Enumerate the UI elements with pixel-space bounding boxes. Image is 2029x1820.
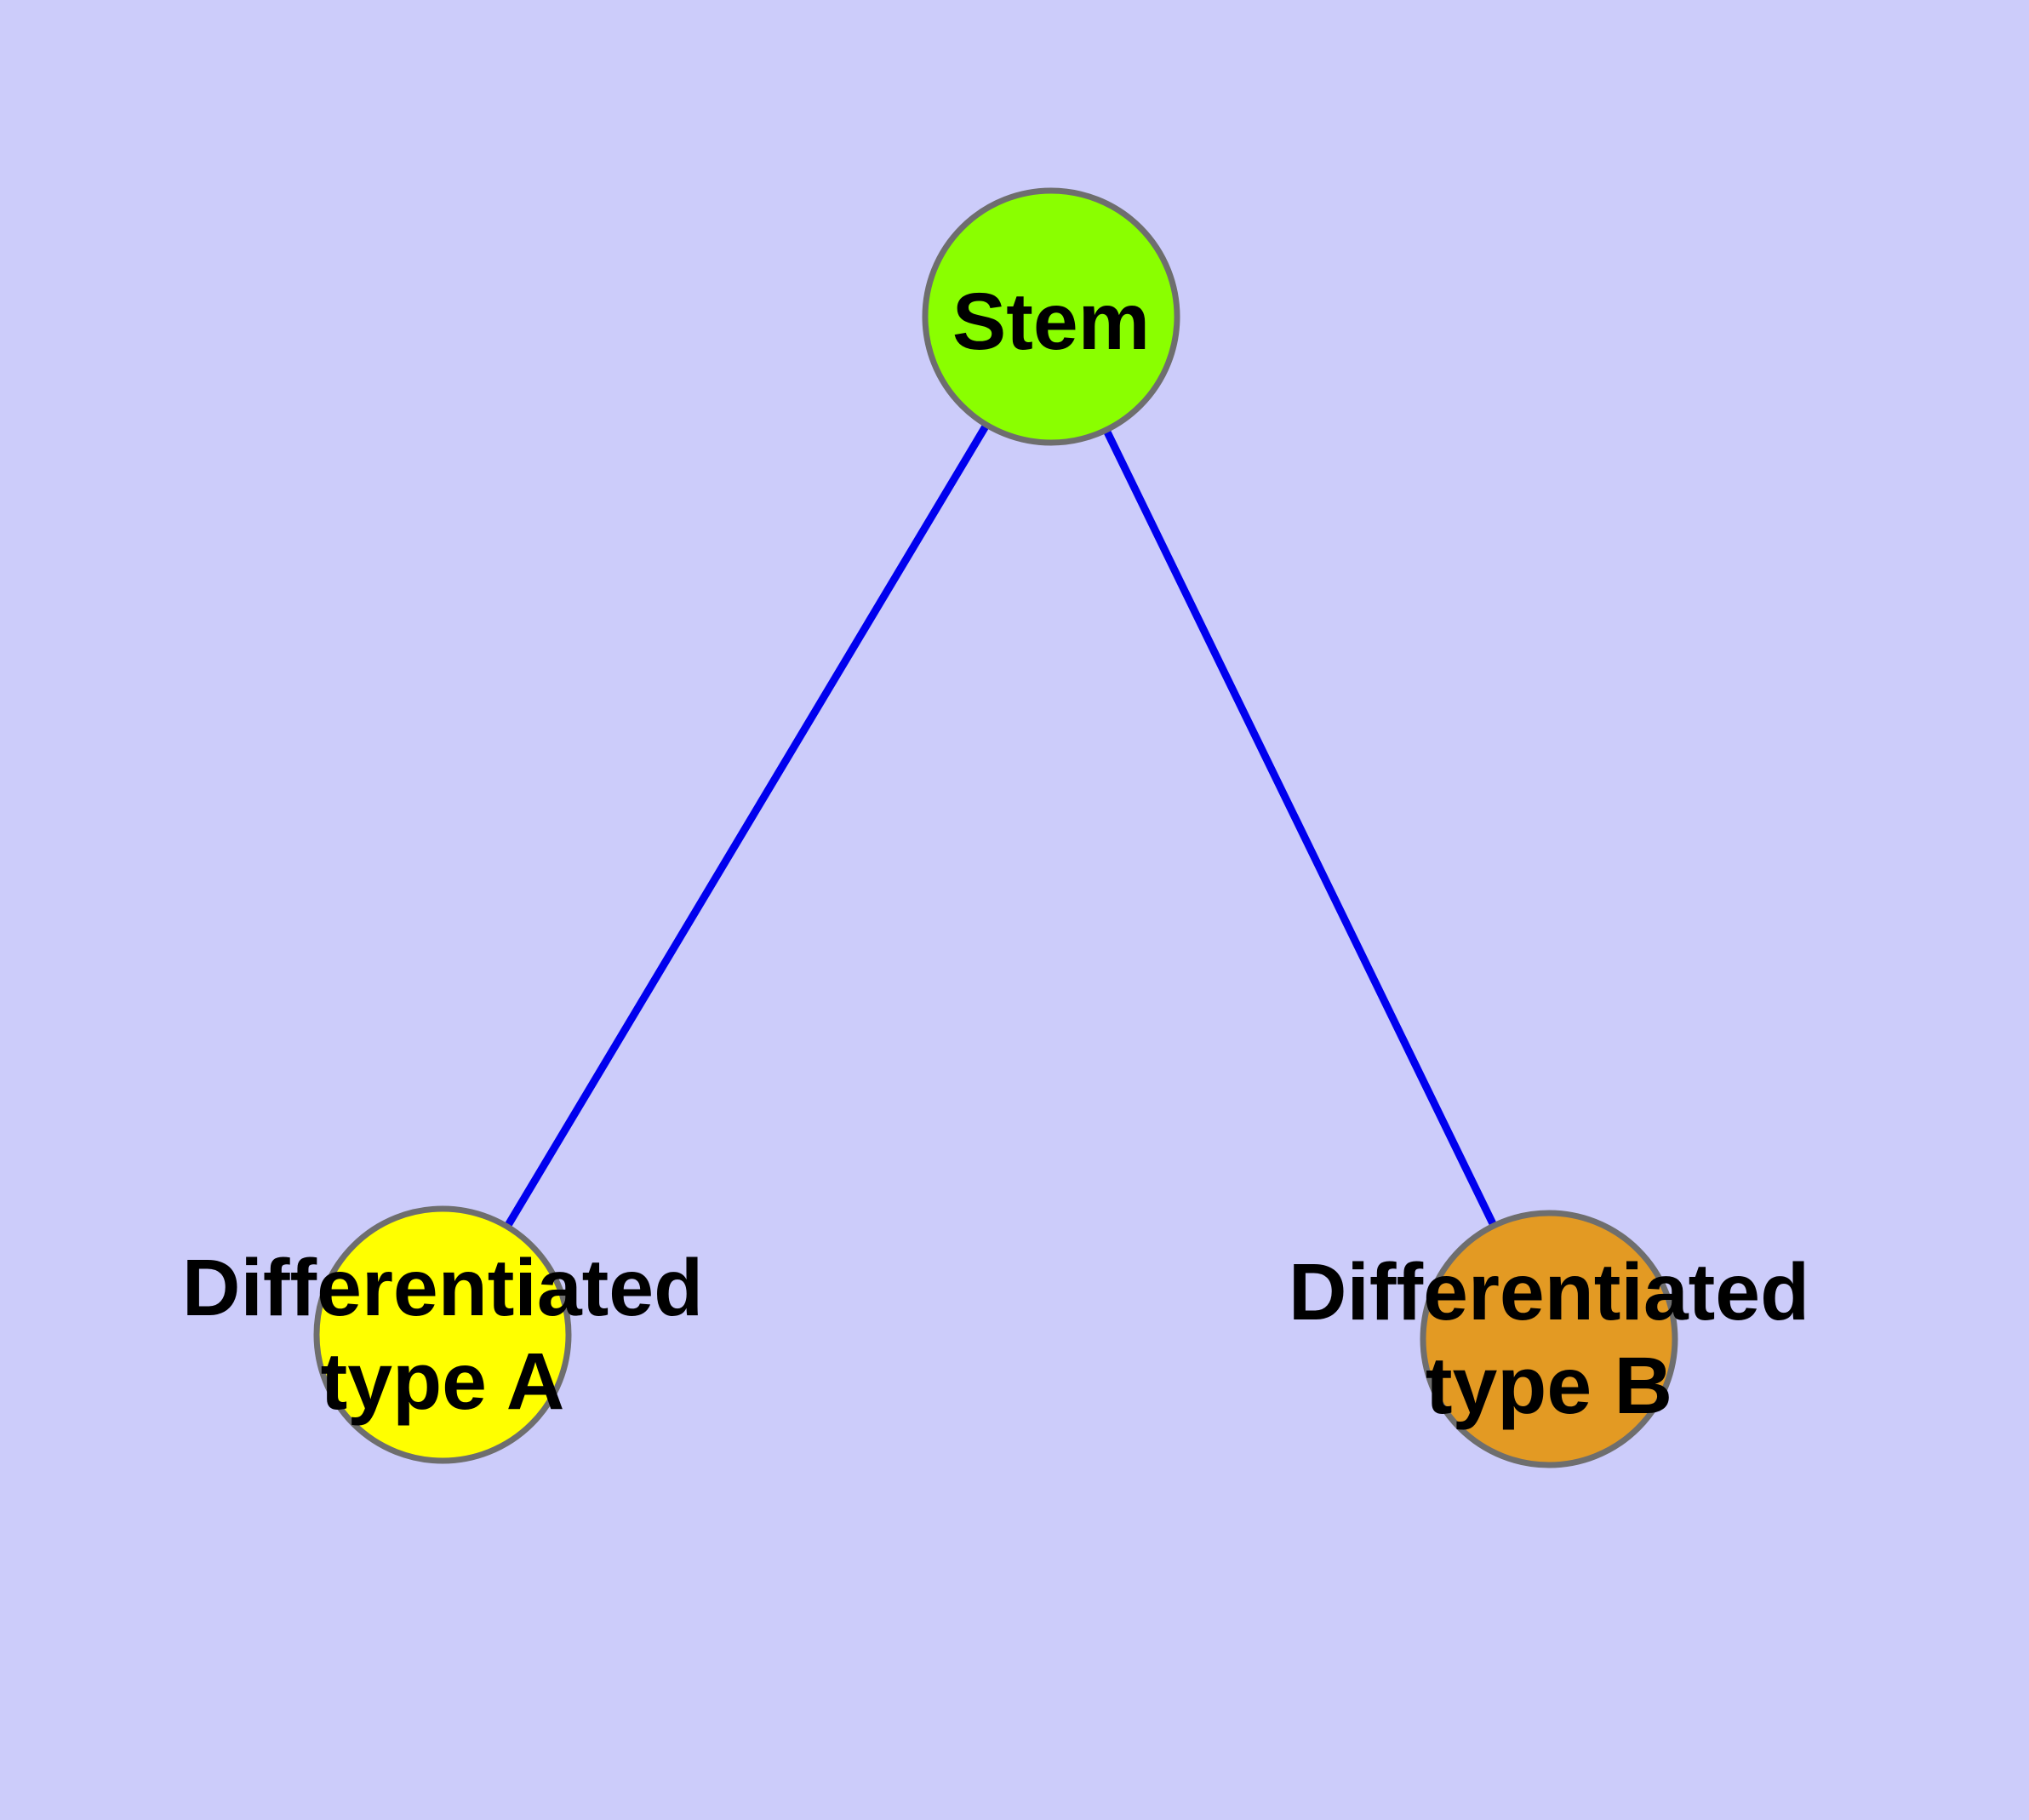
node-label-stem-line-1: Stem	[952, 277, 1150, 367]
node-stem[interactable]	[922, 187, 1180, 446]
node-label-diff_a-line-2: type A	[321, 1336, 565, 1427]
node-label-diff_b-line-1: Differentiated	[1289, 1247, 1809, 1337]
edge-stem-diff-a[interactable]	[502, 420, 992, 1232]
node-diff_b[interactable]	[1420, 1210, 1678, 1468]
node-label-diff_a-line-1: Differentiated	[182, 1243, 703, 1333]
edges-layer	[502, 420, 1499, 1232]
node-label-diff_b-line-2: type B	[1426, 1341, 1672, 1431]
edge-stem-diff-b[interactable]	[1101, 425, 1499, 1231]
node-diff_a[interactable]	[313, 1205, 572, 1464]
nodes-layer	[313, 187, 1678, 1468]
